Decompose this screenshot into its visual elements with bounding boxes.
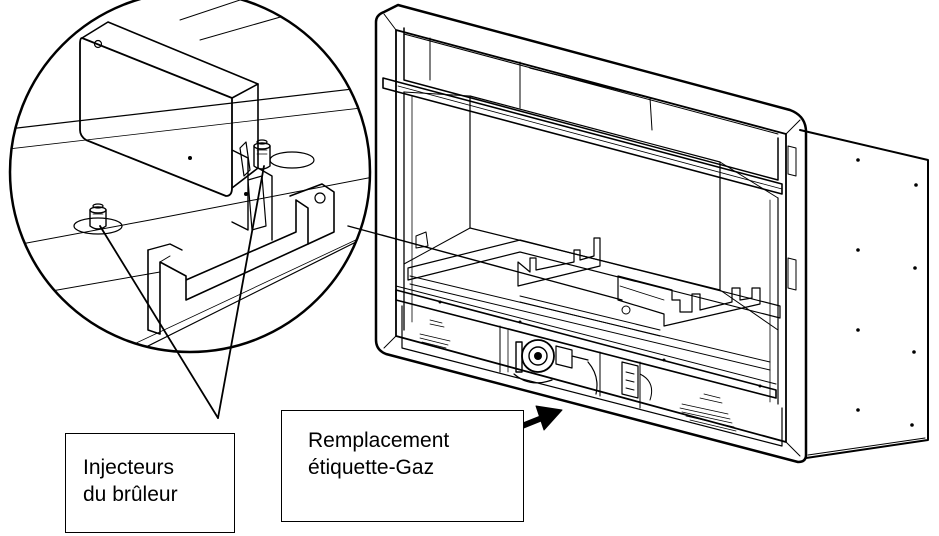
back-wall — [469, 95, 721, 291]
injector-leaders — [99, 165, 265, 419]
detail-connector — [347, 225, 623, 301]
receptacle — [621, 361, 653, 401]
control-compartment — [401, 305, 783, 447]
front-frame-outer — [374, 3, 808, 464]
log-grate-right — [617, 275, 761, 327]
top-rail — [382, 77, 783, 195]
detail-circle-border — [8, 0, 372, 354]
firebox — [374, 3, 929, 464]
bottom-rail — [395, 289, 777, 399]
injectors-callout-line1: Injecteurs — [83, 456, 175, 479]
gas-label-callout-line2: étiquette-Gaz — [308, 456, 435, 479]
log-grate-left — [517, 237, 601, 287]
side-panel-screws — [856, 158, 918, 427]
injectors-callout: Injecteurs du brûleur — [65, 433, 235, 533]
injectors-callout-line2: du brûleur — [83, 483, 178, 506]
burner-bracket — [79, 37, 233, 197]
injector-right — [253, 139, 271, 170]
gas-valve — [513, 339, 598, 395]
rating-plate-marks — [419, 319, 737, 432]
burner-pan — [407, 239, 781, 319]
u-channel — [147, 199, 309, 335]
injector-left — [89, 203, 107, 230]
side-panel — [799, 129, 929, 459]
gas-label-callout: Remplacement étiquette-Gaz — [281, 410, 524, 522]
magnified-detail — [8, 0, 372, 354]
gas-label-callout-line1: Remplacement — [308, 429, 450, 452]
